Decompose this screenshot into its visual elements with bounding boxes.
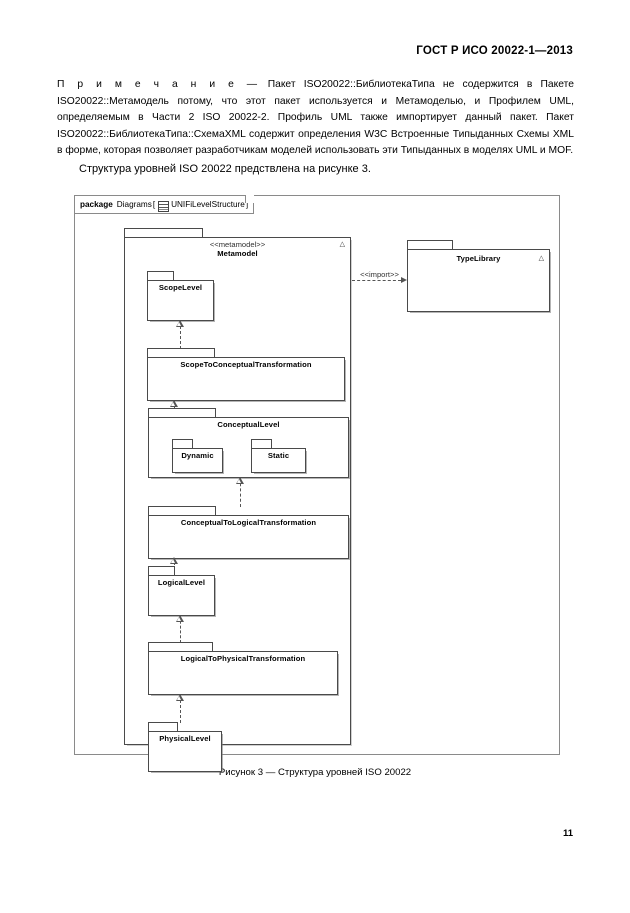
dependency-line <box>180 616 181 643</box>
document-header-standard-id: ГОСТ Р ИСО 20022-1—2013 <box>416 45 573 57</box>
package-dynamic-body: Dynamic <box>172 448 223 473</box>
import-stereotype-label: <<import>> <box>359 270 400 279</box>
package-scopetoconceptualtransformation-name: ScopeToConceptualTransformation <box>180 360 312 369</box>
package-logicallevel-body: LogicalLevel <box>148 575 215 616</box>
dependency-conceptualtological-to-conceptuallevel <box>234 477 246 507</box>
dependency-physicallevel-to-logicaltophysical <box>174 694 186 723</box>
package-conceptualtologicaltransformation-body: ConceptualToLogicalTransformation <box>148 515 349 559</box>
dependency-import-metamodel-typelibrary: <<import>> <box>352 270 407 286</box>
dependency-line <box>240 478 241 507</box>
dependency-arrowhead-icon <box>170 557 178 564</box>
package-typelibrary-tab <box>407 240 453 249</box>
frame-label-bracket-open: [ <box>152 200 156 209</box>
note-text: Пакет ISO20022::БиблиотекаТипа не содерж… <box>57 79 574 156</box>
dependency-conceptuallevel-to-scopetoconceptual <box>168 400 180 412</box>
package-scopetoconceptualtransformation-tab <box>147 348 215 357</box>
package-typelibrary-name: TypeLibrary <box>456 254 501 263</box>
package-physicallevel-tab <box>148 722 178 731</box>
package-scopelevel-body: ScopeLevel <box>147 280 214 321</box>
dependency-line <box>180 695 181 723</box>
package-static: Static <box>251 439 306 473</box>
package-conceptualtologicaltransformation-tab <box>148 506 216 515</box>
package-dynamic-tab <box>172 439 193 448</box>
frame-label-bracket-close: ] <box>245 200 249 209</box>
import-line <box>352 280 401 281</box>
dependency-logicallevel-to-conceptualtological <box>168 557 180 569</box>
package-logicallevel: LogicalLevel <box>148 566 215 616</box>
package-typelibrary: TypeLibrary △ <box>407 240 550 312</box>
frame-label-scope: Diagrams <box>116 200 152 209</box>
package-logicaltophysicaltransformation: LogicalToPhysicalTransformation <box>148 642 338 695</box>
package-metamodel-name: Metamodel <box>217 249 258 258</box>
package-logicaltophysicaltransformation-body: LogicalToPhysicalTransformation <box>148 651 338 695</box>
package-static-body: Static <box>251 448 306 473</box>
package-typelibrary-marker-icon: △ <box>538 255 544 262</box>
dependency-arrowhead-icon <box>176 320 184 327</box>
package-physicallevel-name: PhysicalLevel <box>159 734 211 743</box>
package-conceptualtologicaltransformation: ConceptualToLogicalTransformation <box>148 506 349 559</box>
dependency-arrowhead-icon <box>176 615 184 622</box>
package-scopetoconceptualtransformation-body: ScopeToConceptualTransformation <box>147 357 345 401</box>
package-scopelevel-tab <box>147 271 174 280</box>
frame-label-keyword: package <box>80 200 113 209</box>
package-logicallevel-name: LogicalLevel <box>157 578 206 587</box>
note-paragraph: П р и м е ч а н и е — Пакет ISO20022::Би… <box>57 77 574 160</box>
dependency-scopetoconceptual-to-scopelevel <box>174 320 186 349</box>
note-label: П р и м е ч а н и е — <box>57 79 260 90</box>
import-arrowhead-icon <box>401 276 407 283</box>
package-physicallevel: PhysicalLevel <box>148 722 222 772</box>
package-scopelevel-name: ScopeLevel <box>158 283 203 292</box>
package-logicaltophysicaltransformation-tab <box>148 642 213 651</box>
package-static-name: Static <box>267 451 290 460</box>
package-scopelevel: ScopeLevel <box>147 271 214 321</box>
package-metamodel-stereotype: <<metamodel>> <box>209 240 266 249</box>
package-metamodel-tab <box>124 228 203 237</box>
package-scopetoconceptualtransformation: ScopeToConceptualTransformation <box>147 348 345 401</box>
package-typelibrary-body: TypeLibrary △ <box>407 249 550 312</box>
package-physicallevel-body: PhysicalLevel <box>148 731 222 772</box>
uml-diagram-frame: package Diagrams [ UNIFiLevelStructure ]… <box>74 195 560 772</box>
package-conceptualtologicaltransformation-name: ConceptualToLogicalTransformation <box>180 518 317 527</box>
package-metamodel-marker-icon: △ <box>339 241 345 248</box>
dependency-line <box>180 321 181 349</box>
dependency-arrowhead-icon <box>236 477 244 484</box>
package-logicaltophysicaltransformation-name: LogicalToPhysicalTransformation <box>180 654 306 663</box>
dependency-logicaltophysical-to-logicallevel <box>174 615 186 643</box>
package-conceptuallevel-tab <box>148 408 216 417</box>
figure-reference-paragraph: Структура уровней ISO 20022 предствлена … <box>79 163 371 175</box>
package-dynamic-name: Dynamic <box>181 451 214 460</box>
class-diagram-icon <box>158 200 170 212</box>
package-dynamic: Dynamic <box>172 439 223 473</box>
package-conceptuallevel-name: ConceptualLevel <box>217 420 280 429</box>
dependency-arrowhead-icon <box>170 400 178 407</box>
frame-label-corner <box>245 195 255 203</box>
dependency-arrowhead-icon <box>176 694 184 701</box>
package-logicallevel-tab <box>148 566 175 575</box>
diagram-frame-label: package Diagrams [ UNIFiLevelStructure ] <box>74 195 255 214</box>
package-static-tab <box>251 439 272 448</box>
page-number: 11 <box>562 828 573 839</box>
figure-caption: Рисунок 3 — Структура уровней ISO 20022 <box>218 767 412 778</box>
frame-label-diagram-name: UNIFiLevelStructure <box>171 200 245 209</box>
